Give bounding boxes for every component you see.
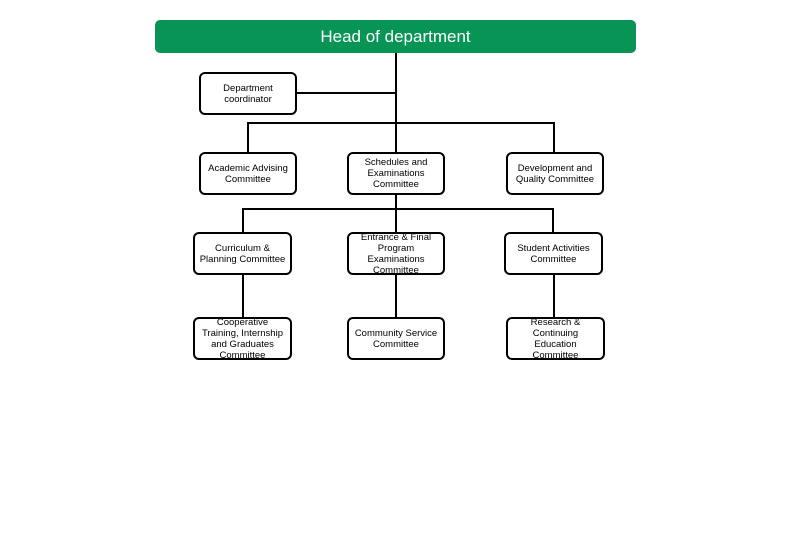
development-quality-label: Development and Quality Committee bbox=[515, 162, 595, 185]
head-of-department-label: Head of department bbox=[320, 26, 471, 46]
community-service-node: Community Service Committee bbox=[347, 317, 445, 360]
department-coordinator-node: Department coordinator bbox=[199, 72, 297, 115]
academic-advising-label: Academic Advising Committee bbox=[208, 162, 288, 185]
department-coordinator-label: Department coordinator bbox=[223, 82, 273, 105]
head-of-department-node: Head of department bbox=[155, 20, 636, 53]
student-activities-node: Student Activities Committee bbox=[504, 232, 603, 275]
entrance-final-exams-label: Entrance & Final Program Examinations Co… bbox=[360, 232, 432, 275]
schedules-examinations-node: Schedules and Examinations Committee bbox=[347, 152, 445, 195]
level1-bracket-line bbox=[247, 122, 555, 153]
academic-advising-node: Academic Advising Committee bbox=[199, 152, 297, 195]
research-continuing-education-node: Research & Continuing Education Committe… bbox=[506, 317, 605, 360]
research-continuing-education-label: Research & Continuing Education Committe… bbox=[530, 317, 581, 360]
cooperative-training-label: Cooperative Training, Internship and Gra… bbox=[202, 317, 283, 360]
curriculum-planning-node: Curriculum & Planning Committee bbox=[193, 232, 292, 275]
curriculum-planning-label: Curriculum & Planning Committee bbox=[199, 242, 286, 265]
student-activities-label: Student Activities Committee bbox=[517, 242, 590, 265]
development-quality-node: Development and Quality Committee bbox=[506, 152, 604, 195]
community-service-label: Community Service Committee bbox=[354, 327, 438, 350]
cooperative-training-node: Cooperative Training, Internship and Gra… bbox=[193, 317, 292, 360]
entrance-final-exams-node: Entrance & Final Program Examinations Co… bbox=[347, 232, 445, 275]
level2-bracket-line bbox=[242, 208, 554, 233]
schedules-examinations-label: Schedules and Examinations Committee bbox=[364, 157, 428, 190]
